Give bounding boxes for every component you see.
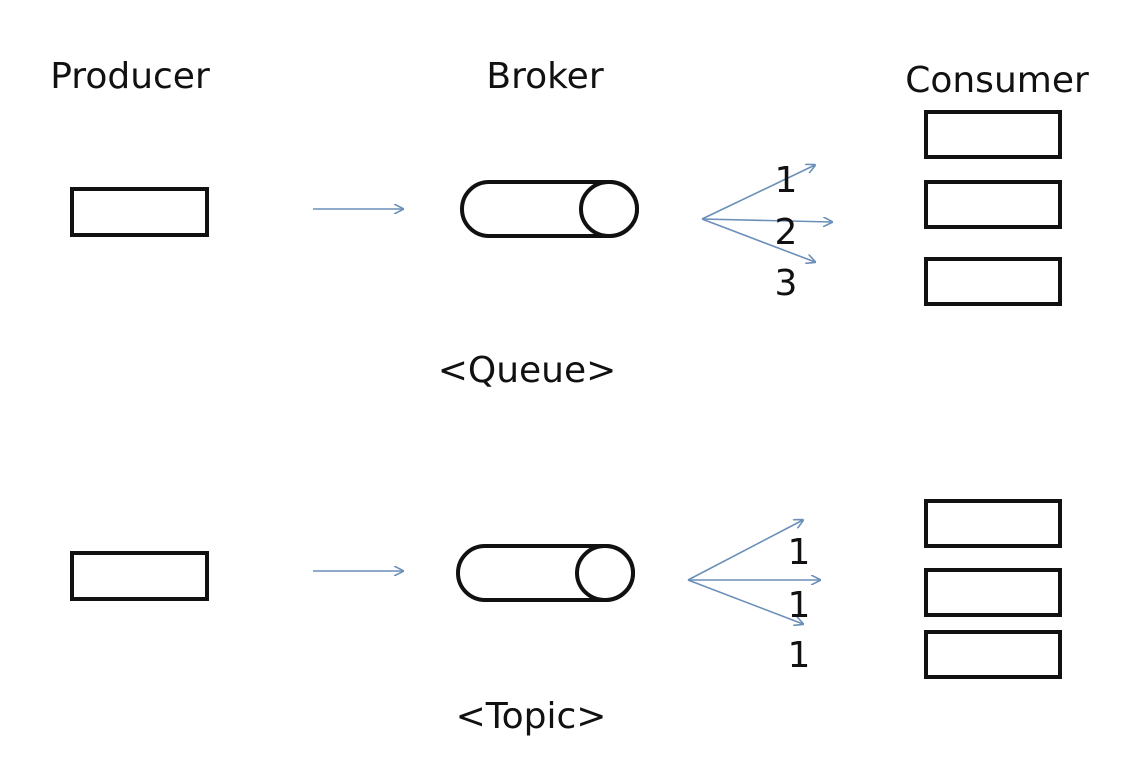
topic-consumer-box-3 [924, 630, 1062, 679]
broker-header: Broker [486, 56, 603, 97]
topic-number-2: 1 [788, 585, 811, 626]
topic-section: 1 1 1 <Topic> [70, 499, 1062, 737]
consumer-header: Consumer [905, 60, 1089, 101]
queue-consumer-box-3 [924, 257, 1062, 306]
queue-number-2: 2 [775, 212, 798, 253]
topic-caption: <Topic> [456, 696, 607, 737]
queue-arrow-2 [701, 219, 832, 222]
queue-section: 1 2 3 <Queue> [70, 110, 1062, 391]
topic-number-1: 1 [788, 532, 811, 573]
topic-arrow-3 [687, 579, 803, 624]
topic-arrow-1 [687, 520, 803, 581]
queue-caption: <Queue> [438, 350, 617, 391]
topic-broker-cylinder [456, 544, 635, 602]
queue-consumer-box-2 [924, 180, 1062, 229]
queue-broker-cylinder [460, 180, 639, 238]
topic-consumer-box-1 [924, 499, 1062, 548]
topic-number-3: 1 [788, 635, 811, 676]
queue-consumer-box-1 [924, 110, 1062, 159]
queue-number-1: 1 [775, 160, 798, 201]
queue-arrow-1 [701, 165, 815, 220]
queue-producer-box [70, 187, 209, 237]
topic-consumer-box-2 [924, 568, 1062, 617]
queue-number-3: 3 [775, 263, 798, 304]
producer-header: Producer [50, 56, 210, 97]
topic-producer-box [70, 551, 209, 601]
queue-arrow-3 [701, 218, 815, 262]
